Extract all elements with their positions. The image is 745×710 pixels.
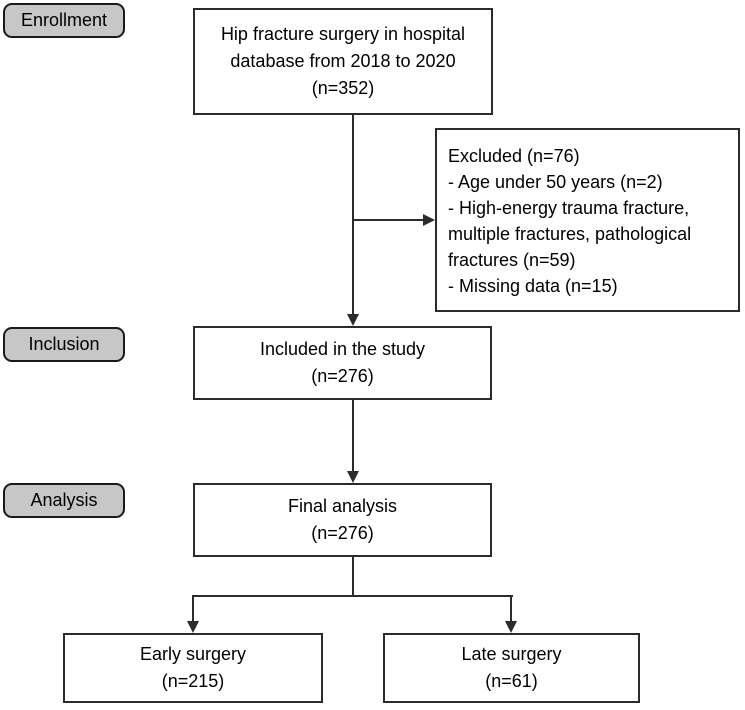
box-source-line-1: Hip fracture surgery in hospital <box>220 24 466 44</box>
box-final-analysis-line-1: Final analysis <box>287 496 398 516</box>
arrowhead-into-early-surgery <box>187 621 199 633</box>
connector-included-to-final <box>352 400 354 473</box>
box-source-population: Hip fracture surgery in hospital databas… <box>193 8 493 115</box>
box-excluded: Excluded (n=76) - Age under 50 years (n=… <box>435 128 740 312</box>
box-excluded-item-trauma: - High-energy trauma fracture, multiple … <box>448 198 692 270</box>
connector-branch-to-excluded <box>352 219 427 221</box>
box-early-surgery-line-1: Early surgery <box>139 644 247 664</box>
box-excluded-heading: Excluded (n=76) <box>448 146 580 166</box>
arrowhead-into-late-surgery <box>505 621 517 633</box>
arrowhead-into-included <box>347 314 359 326</box>
box-final-analysis-count: (n=276) <box>311 523 374 543</box>
connector-split-to-late <box>510 595 512 623</box>
arrowhead-into-excluded <box>423 214 435 226</box>
stage-label-inclusion: Inclusion <box>3 327 125 362</box>
box-final-analysis: Final analysis (n=276) <box>193 483 492 557</box>
box-late-surgery-count: (n=61) <box>485 671 538 691</box>
stage-label-enrollment: Enrollment <box>3 3 125 38</box>
stage-label-analysis: Analysis <box>3 483 125 518</box>
arrowhead-into-final-analysis <box>347 471 359 483</box>
box-included: Included in the study (n=276) <box>193 326 492 400</box>
box-included-line-1: Included in the study <box>259 339 426 359</box>
box-early-surgery-count: (n=215) <box>161 671 225 691</box>
box-excluded-item-age: - Age under 50 years (n=2) <box>448 172 663 192</box>
connector-split-horizontal <box>192 595 513 597</box>
box-early-surgery: Early surgery (n=215) <box>63 633 323 703</box>
box-late-surgery: Late surgery (n=61) <box>383 633 640 703</box>
box-included-count: (n=276) <box>311 366 374 386</box>
connector-source-to-included <box>352 115 354 316</box>
box-source-line-2: database from 2018 to 2020 <box>230 51 456 71</box>
connector-final-down-stem <box>352 557 354 597</box>
box-late-surgery-line-1: Late surgery <box>461 644 562 664</box>
connector-split-to-early <box>192 595 194 623</box>
box-excluded-item-missing: - Missing data (n=15) <box>448 276 618 296</box>
box-source-count: (n=352) <box>311 78 375 98</box>
